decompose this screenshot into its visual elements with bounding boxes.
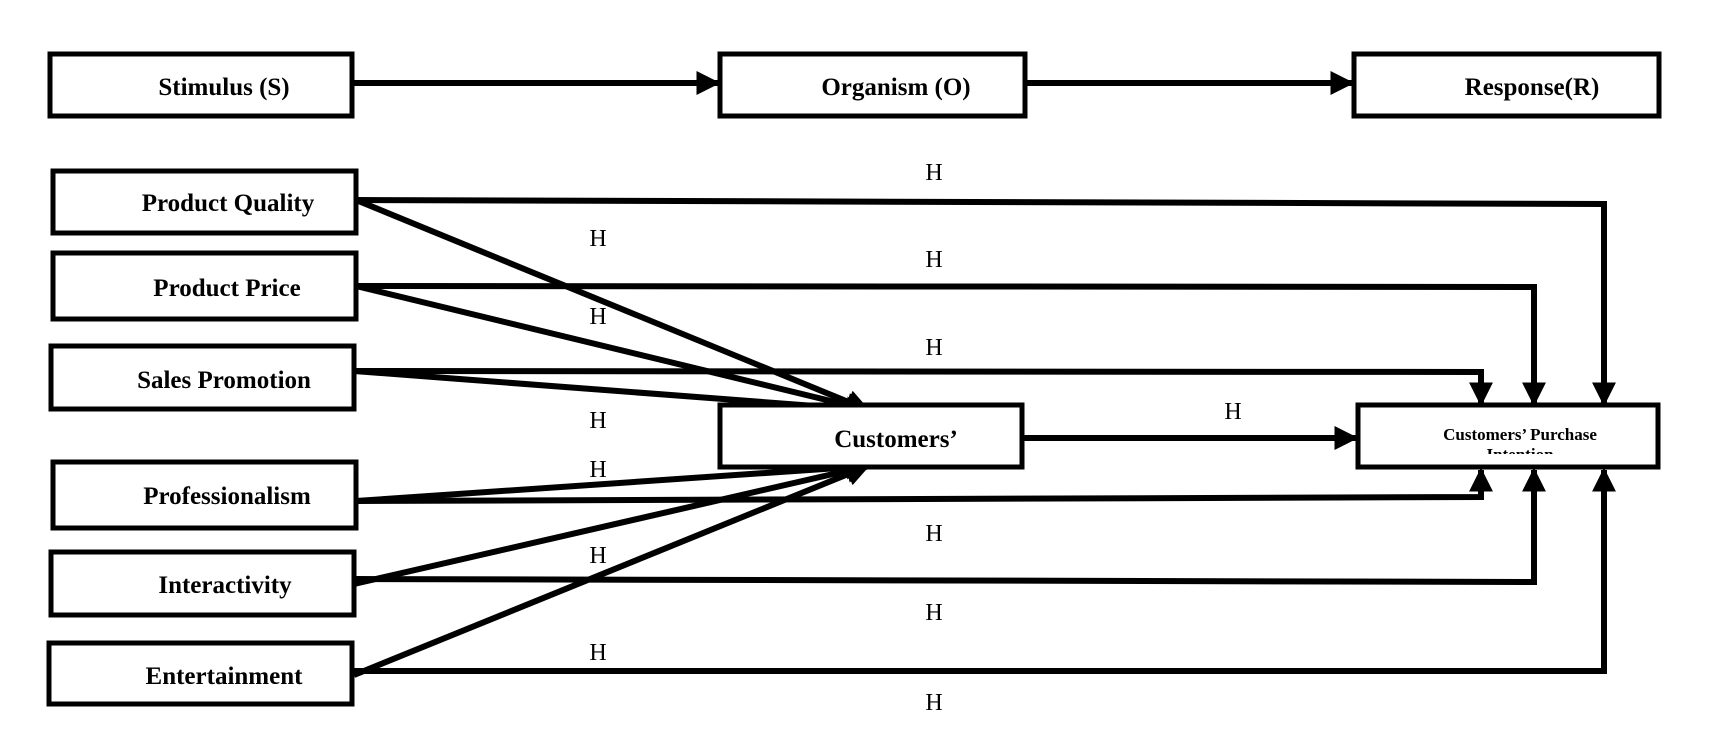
stimulus-box [47, 51, 355, 119]
hypothesis-label: H [589, 640, 606, 666]
hypothesis-label: H [925, 160, 942, 186]
organism-box [717, 51, 1028, 119]
product-quality-label: Product Quality [142, 190, 315, 217]
customers-label: Customers’ [834, 426, 958, 453]
hypothesis-label: H [589, 457, 606, 483]
hypothesis-label: H [589, 226, 606, 252]
price-to-intention-arrow [355, 283, 1546, 407]
hypothesis-label: H [925, 247, 942, 273]
hypothesis-label: H [589, 304, 606, 330]
hypothesis-label: H [925, 521, 942, 547]
price-to-customers-arrow [355, 283, 871, 417]
entertainment-to-customers-arrow [352, 463, 871, 678]
entertainment-box [46, 640, 355, 707]
product-quality-box [50, 168, 359, 236]
professionalism-to-intention-arrow [355, 467, 1493, 504]
product-price-box [50, 250, 359, 322]
hypothesis-label: H [925, 690, 942, 716]
hypothesis-label: H [589, 408, 606, 434]
hypothesis-label: H [1224, 399, 1241, 425]
customers-box [717, 402, 1025, 470]
stimulus-label: Stimulus (S) [158, 74, 289, 101]
quality-to-customers-arrow [354, 197, 871, 413]
sales-promotion-box [48, 343, 357, 412]
entertainment-label: Entertainment [146, 663, 304, 690]
hypothesis-label: H [925, 335, 942, 361]
hypothesis-label: H [925, 600, 942, 626]
professionalism-to-customers-arrow [355, 455, 871, 504]
hypothesis-label: H [589, 543, 606, 569]
organism-label: Organism (O) [821, 74, 970, 101]
entertainment-to-intention-arrow [354, 467, 1616, 674]
sales-promotion-label: Sales Promotion [137, 367, 311, 394]
interactivity-label: Interactivity [158, 572, 292, 599]
quality-to-intention-arrow [355, 197, 1616, 407]
professionalism-box [50, 459, 359, 531]
interactivity-box [48, 549, 357, 618]
interactivity-to-customers-arrow [353, 459, 871, 587]
purchase-intention-box [1355, 402, 1661, 470]
response-label: Response(R) [1465, 74, 1600, 101]
promotion-to-intention-arrow [353, 368, 1493, 407]
purchase-intention-label: Customers’ Purchase [1443, 425, 1597, 444]
professionalism-label: Professionalism [143, 483, 311, 510]
purchase-intention-label-line2: Intention [1486, 445, 1554, 464]
interactivity-to-intention-arrow [353, 467, 1546, 586]
response-box [1351, 51, 1662, 119]
product-price-label: Product Price [153, 275, 300, 302]
